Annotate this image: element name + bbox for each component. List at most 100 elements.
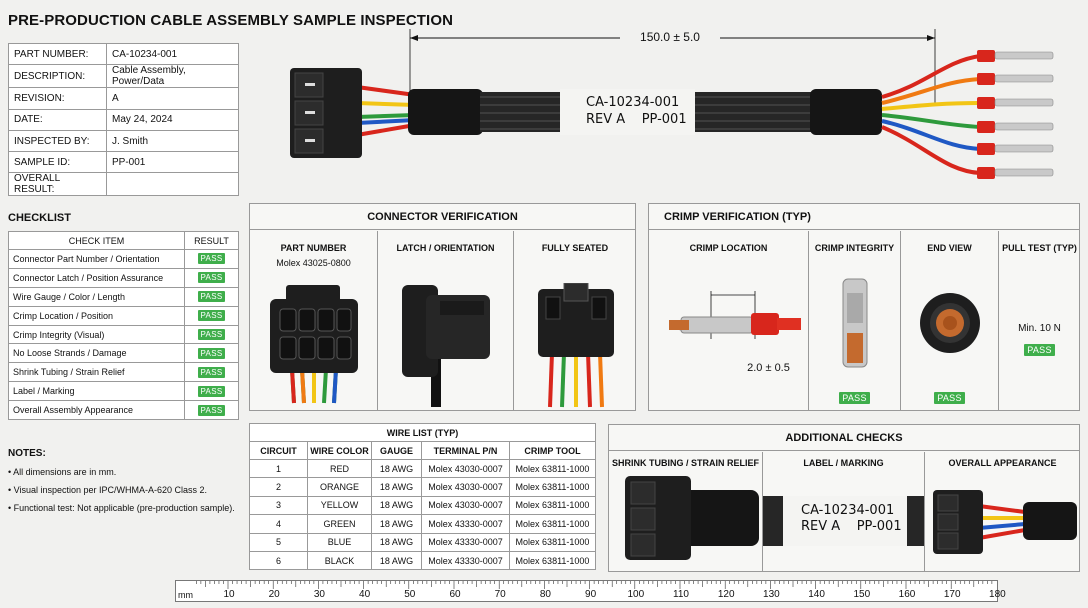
wire-gauge: 18 AWG [371, 495, 422, 516]
info-value: Cable Assembly, Power/Data [106, 64, 239, 89]
shrink-tubing-heading: SHRINK TUBING / STRAIN RELIEF [611, 458, 759, 468]
ruler-tick-label: 120 [717, 589, 735, 600]
pass-badge: PASS [197, 347, 226, 359]
wire-color: RED [307, 458, 372, 479]
connector-side-icon [402, 285, 490, 407]
checklist-row: Connector Latch / Position Assurance PASS [8, 267, 239, 288]
wire-gauge: 18 AWG [371, 458, 422, 479]
pull-test-heading: PULL TEST (TYP) [1002, 243, 1077, 253]
wire-crimp-tool: Molex 63811-1000 [509, 514, 596, 534]
shrink-tubing-cell: SHRINK TUBING / STRAIN RELIEF [609, 452, 763, 572]
pull-test-value: Min. 10 N [1018, 323, 1061, 334]
cable-label-revision: REV A PP-001 [586, 112, 687, 127]
additional-checks-panel: ADDITIONAL CHECKS SHRINK TUBING / STRAIN… [608, 424, 1080, 572]
wire-circuit: 4 [249, 514, 308, 534]
ruler-tick-label: 90 [585, 589, 597, 600]
ruler-tick-label: 20 [268, 589, 280, 600]
connector-verification-panel: CONNECTOR VERIFICATION PART NUMBER Molex… [249, 203, 636, 411]
ruler-tick-label: 100 [627, 589, 645, 600]
crimp-verification-panel: CRIMP VERIFICATION (TYP) CRIMP LOCATION … [648, 203, 1080, 411]
label-marking-cell: LABEL / MARKING CA-10234-001 REV A PP-00… [763, 452, 925, 572]
wire-crimp-tool: Molex 63811-1000 [509, 495, 596, 516]
wire-gauge: 18 AWG [371, 477, 422, 497]
wire-circuit: 3 [249, 495, 308, 516]
crimp-location-dimension: 2.0 ± 0.5 [747, 362, 790, 374]
ruler-tick-label: 60 [449, 589, 461, 600]
pass-badge: PASS [197, 329, 226, 340]
note-item: • All dimensions are in mm. [8, 467, 117, 477]
pass-badge: PASS [197, 310, 226, 322]
wire-gauge: 18 AWG [371, 532, 422, 552]
wire-crimp-tool: Molex 63811-1000 [509, 550, 596, 571]
info-value: CA-10234-001 [106, 42, 239, 66]
ruler-unit: mm [178, 590, 193, 600]
cable-assembly-drawing: 150.0 ± 5.0 CA-10234-001 REV A PP-001 [285, 25, 1065, 195]
crimp-location-heading: CRIMP LOCATION [689, 243, 768, 253]
ruler-tick-label: 50 [404, 589, 416, 600]
info-row-inspected-by: INSPECTED BY:J. Smith [8, 129, 239, 153]
wire-crimp-tool: Molex 63811-1000 [509, 458, 596, 479]
connector-part-number-cell: PART NUMBER Molex 43025-0800 [250, 231, 378, 411]
ruler-tick-label: 10 [223, 589, 235, 600]
checklist-item: Crimp Integrity (Visual) [8, 324, 185, 345]
info-row-overall-result: OVERALL RESULT:PASS [8, 172, 239, 197]
ruler-tick-label: 180 [989, 589, 1006, 600]
ruler-tick-label: 150 [853, 589, 871, 600]
shrink-tubing-icon [625, 476, 759, 560]
note-item: • Visual inspection per IPC/WHMA-A-620 C… [8, 485, 208, 495]
end-view-heading: END VIEW [927, 243, 972, 253]
checklist-item: Wire Gauge / Color / Length [8, 286, 185, 307]
wire-circuit: 2 [249, 477, 308, 497]
checklist-item: Label / Marking [8, 381, 185, 402]
wire-color: ORANGE [307, 477, 372, 497]
info-row-part-number: PART NUMBER:CA-10234-001 [8, 42, 239, 66]
marking-label: CA-10234-001 REV A PP-001 [783, 496, 907, 546]
marking-label-part-number: CA-10234-001 [801, 503, 895, 518]
info-label: INSPECTED BY: [8, 129, 107, 153]
pass-badge: PASS [197, 253, 226, 265]
wire-end-view-icon [920, 293, 980, 353]
checklist-row: Wire Gauge / Color / Length PASS [8, 286, 239, 307]
pass-badge: PASS [197, 366, 226, 378]
wire-terminal: Molex 43330-0007 [421, 514, 510, 534]
ruler-tick-label: 170 [943, 589, 961, 600]
info-label: REVISION: [8, 87, 107, 110]
info-value: May 24, 2024 [106, 108, 239, 131]
cable-assembly-illustration [290, 29, 1054, 179]
fully-seated-heading: FULLY SEATED [541, 243, 609, 253]
ruler-tick-label: 130 [763, 589, 780, 600]
wire-color: BLACK [307, 550, 372, 571]
info-value: J. Smith [106, 129, 239, 153]
wire-circuit: 5 [249, 532, 308, 552]
wire-crimp-tool: Molex 63811-1000 [509, 532, 596, 552]
info-row-sample-id: SAMPLE ID:PP-001 [8, 151, 239, 174]
overall-appearance-icon [933, 490, 1077, 554]
pass-badge: PASS [197, 272, 226, 284]
info-label: PART NUMBER: [8, 42, 107, 66]
overall-appearance-heading: OVERALL APPEARANCE [948, 458, 1057, 468]
pull-test-pass-badge: PASS [1024, 344, 1055, 356]
pass-badge: PASS [197, 404, 226, 416]
ruler-ticks [196, 581, 993, 589]
wire-list-header: GAUGE [371, 441, 422, 460]
wire-list-header: CRIMP TOOL [509, 441, 596, 460]
checklist-item: Connector Latch / Position Assurance [8, 267, 185, 288]
info-table: PART NUMBER:CA-10234-001 DESCRIPTION:Cab… [8, 42, 239, 197]
ruler-tick-label: 140 [808, 589, 825, 600]
pass-badge: PASS [197, 291, 226, 303]
info-value: A [106, 87, 239, 110]
crimp-integrity-cell: CRIMP INTEGRITY PASS [809, 231, 901, 411]
info-value: PP-001 [106, 151, 239, 174]
wire-circuit: 1 [249, 458, 308, 479]
latch-orientation-cell: LATCH / ORIENTATION [378, 231, 514, 411]
checklist-row: Crimp Integrity (Visual) PASS [8, 324, 239, 345]
